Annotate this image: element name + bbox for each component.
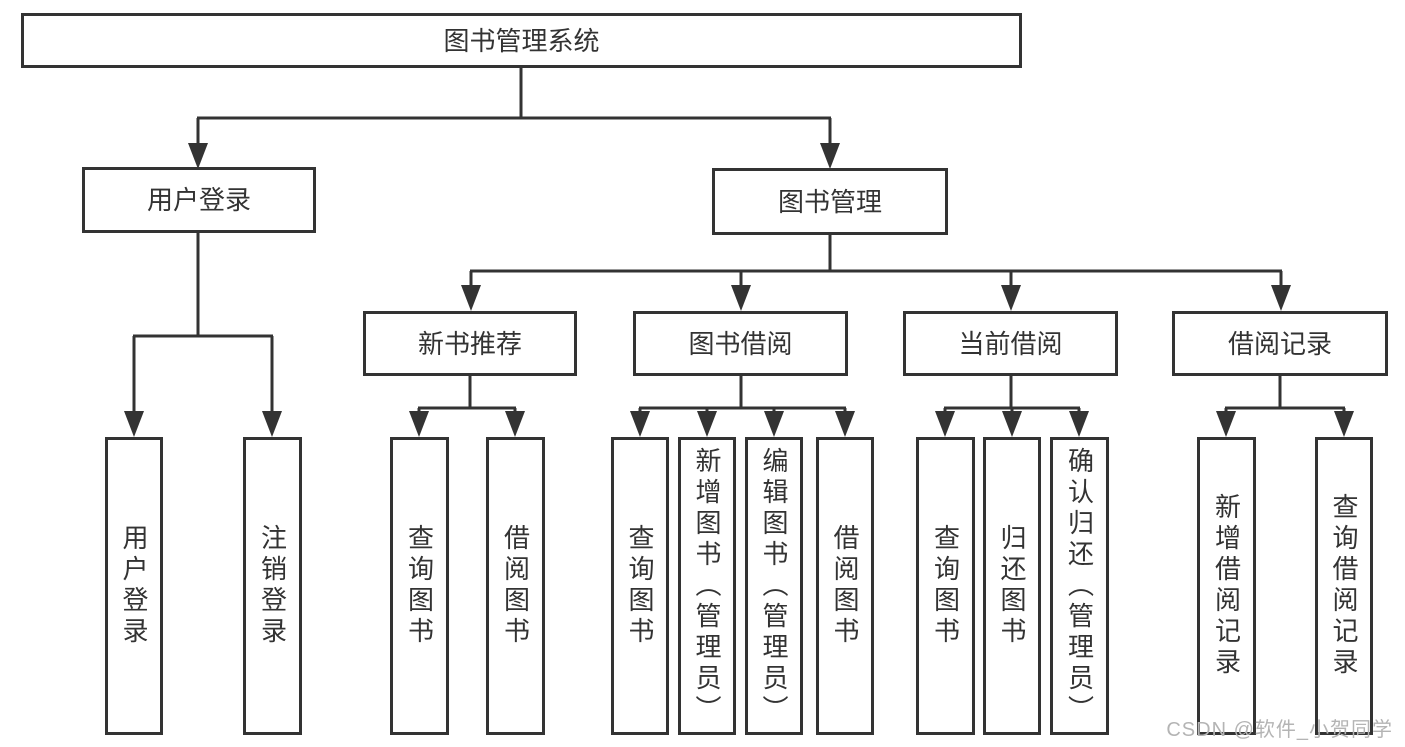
arrow-down-icon	[1216, 411, 1236, 437]
csdn-watermark: CSDN @软件_小贺同学	[1166, 719, 1393, 741]
arrow-down-icon	[820, 143, 840, 169]
leaf-borrow-book-recommend: 借阅图书	[486, 437, 545, 735]
arrow-down-icon	[1271, 285, 1291, 311]
node-user-login: 用户登录	[82, 167, 316, 233]
arrow-down-icon	[697, 411, 717, 437]
node-library-management-system: 图书管理系统	[21, 13, 1022, 68]
arrow-down-icon	[1002, 411, 1022, 437]
arrow-down-icon	[1001, 285, 1021, 311]
arrow-down-icon	[461, 285, 481, 311]
arrow-down-icon	[764, 411, 784, 437]
leaf-query-book-current: 查询图书	[916, 437, 975, 735]
arrow-down-icon	[188, 143, 208, 169]
leaf-query-book-recommend: 查询图书	[390, 437, 449, 735]
leaf-borrow-book: 借阅图书	[816, 437, 874, 735]
leaf-edit-book-admin: 编辑图书（管理员）	[745, 437, 803, 735]
arrow-down-icon	[1334, 411, 1354, 437]
arrow-down-icon	[505, 411, 525, 437]
node-book-management: 图书管理	[712, 168, 948, 235]
arrow-down-icon	[835, 411, 855, 437]
leaf-add-borrow-record: 新增借阅记录	[1197, 437, 1256, 735]
arrow-down-icon	[731, 285, 751, 311]
node-new-book-recommend: 新书推荐	[363, 311, 577, 376]
leaf-query-book-borrowing: 查询图书	[611, 437, 669, 735]
node-current-borrowing: 当前借阅	[903, 311, 1118, 376]
leaf-query-borrow-record: 查询借阅记录	[1315, 437, 1373, 735]
leaf-confirm-return-admin: 确认归还（管理员）	[1050, 437, 1109, 735]
arrow-down-icon	[1069, 411, 1089, 437]
node-book-borrowing: 图书借阅	[633, 311, 848, 376]
leaf-user-login: 用户登录	[105, 437, 163, 735]
arrow-down-icon	[935, 411, 955, 437]
arrowheads	[124, 143, 1354, 437]
leaf-add-book-admin: 新增图书（管理员）	[678, 437, 736, 735]
arrow-down-icon	[409, 411, 429, 437]
arrow-down-icon	[262, 411, 282, 437]
arrow-down-icon	[630, 411, 650, 437]
arrow-down-icon	[124, 411, 144, 437]
leaf-logout: 注销登录	[243, 437, 302, 735]
node-borrow-records: 借阅记录	[1172, 311, 1388, 376]
leaf-return-book: 归还图书	[983, 437, 1041, 735]
